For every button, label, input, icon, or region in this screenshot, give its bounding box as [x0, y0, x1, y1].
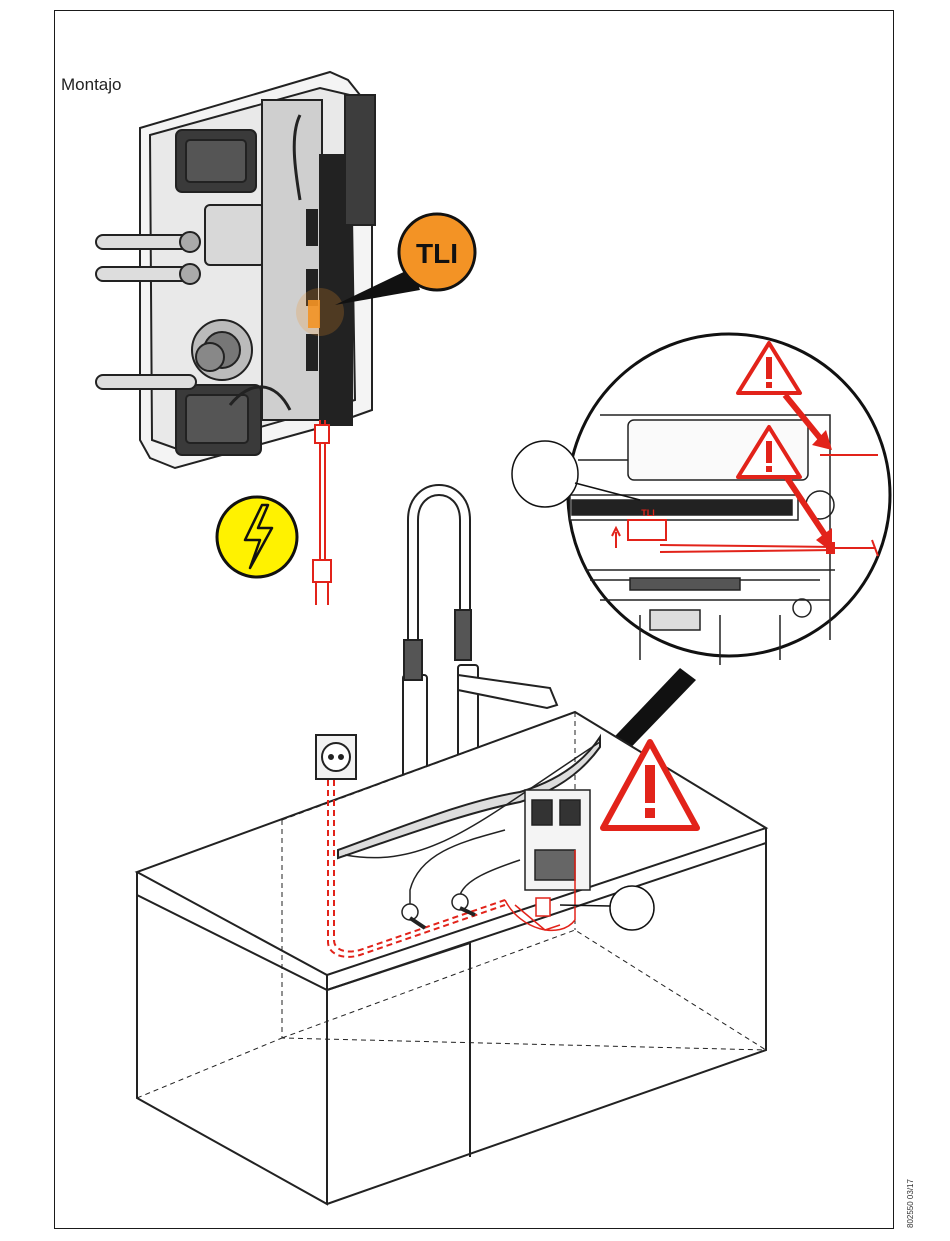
electric-hazard-icon — [217, 497, 297, 577]
reference-circle — [512, 441, 578, 507]
tli-small-label: TLI — [641, 508, 655, 518]
wall-outlet — [316, 735, 356, 779]
reference-circle — [610, 886, 654, 930]
tli-badge-label: TLI — [416, 238, 458, 269]
power-cable — [313, 420, 331, 605]
electronic-unit-drawing — [96, 72, 375, 468]
